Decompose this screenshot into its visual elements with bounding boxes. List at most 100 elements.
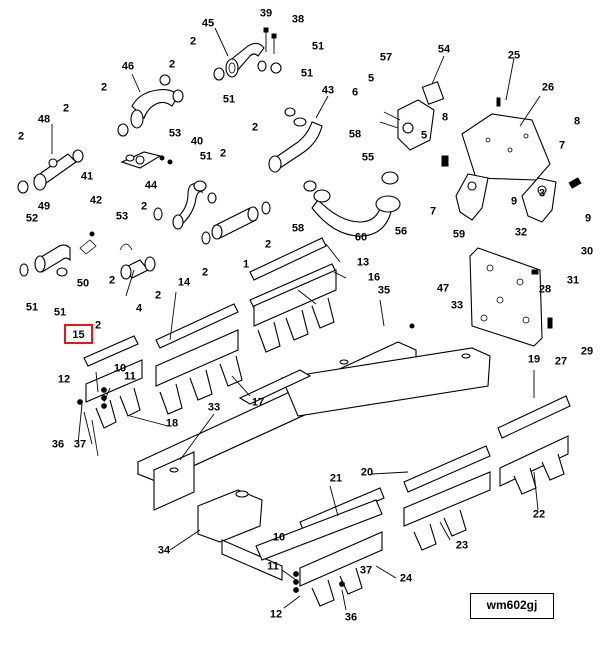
callout-2: 2 xyxy=(140,200,148,213)
callout-30: 30 xyxy=(580,245,594,258)
bracket-9-left xyxy=(441,155,489,221)
callout-8: 8 xyxy=(573,115,581,128)
callout-33: 33 xyxy=(207,401,221,414)
callout-2: 2 xyxy=(94,319,102,332)
callout-2: 2 xyxy=(62,102,70,115)
bracket-plate-26 xyxy=(461,97,551,181)
callout-5: 5 xyxy=(420,129,428,142)
callout-48: 48 xyxy=(37,113,51,126)
drawing-number-box: wm602gj xyxy=(470,593,554,619)
heat-shield-22 xyxy=(499,435,569,495)
callout-37: 37 xyxy=(359,564,373,577)
elbow-hose-43 xyxy=(268,107,323,173)
bracket-9-right xyxy=(521,177,582,223)
callout-1: 1 xyxy=(242,258,250,271)
callout-2: 2 xyxy=(264,238,272,251)
callout-35: 35 xyxy=(377,284,391,297)
elbow-hose-52 xyxy=(19,244,71,277)
callout-32: 32 xyxy=(514,226,528,239)
callout-38: 38 xyxy=(291,13,305,26)
callout-12: 12 xyxy=(269,608,283,621)
callout-25: 25 xyxy=(507,49,521,62)
manifold-34 xyxy=(197,489,383,581)
highlighted-callout-box: 15 xyxy=(64,324,93,344)
callout-18: 18 xyxy=(165,417,179,430)
tee-hose-48 xyxy=(17,149,84,194)
callout-2: 2 xyxy=(189,35,197,48)
callout-51: 51 xyxy=(311,40,325,53)
valve-57-54 xyxy=(379,81,445,151)
fastener-stack-upper xyxy=(77,387,107,409)
callout-53: 53 xyxy=(115,210,129,223)
callout-33: 33 xyxy=(450,299,464,312)
fastener-stack-lower xyxy=(293,571,345,593)
straight-hose-1 xyxy=(201,201,271,245)
callout-3: 3 xyxy=(538,187,546,200)
callout-2: 2 xyxy=(168,58,176,71)
callout-10: 10 xyxy=(113,362,127,375)
callout-31: 31 xyxy=(566,274,580,287)
fitting-42 xyxy=(120,151,173,169)
callout-58: 58 xyxy=(291,222,305,235)
callout-52: 52 xyxy=(25,212,39,225)
coupler-3 xyxy=(119,243,156,280)
callout-53: 53 xyxy=(168,127,182,140)
callout-51: 51 xyxy=(300,67,314,80)
heat-shield-18 xyxy=(85,359,143,457)
gasket-19 xyxy=(497,395,571,439)
gasket-20 xyxy=(403,445,491,493)
heat-shield-23 xyxy=(403,471,491,551)
callout-42: 42 xyxy=(89,194,103,207)
callout-12: 12 xyxy=(57,373,71,386)
callout-2: 2 xyxy=(154,289,162,302)
gasket-15 xyxy=(83,335,139,367)
heat-shield-24 xyxy=(299,531,383,607)
callout-51: 51 xyxy=(199,150,213,163)
callout-39: 39 xyxy=(259,7,273,20)
callout-47: 47 xyxy=(436,282,450,295)
callout-27: 27 xyxy=(554,355,568,368)
elbow-hose-45 xyxy=(213,42,282,81)
callout-5: 5 xyxy=(367,72,375,85)
callout-8: 8 xyxy=(441,111,449,124)
callout-41: 41 xyxy=(80,170,94,183)
callout-23: 23 xyxy=(455,539,469,552)
clamp-50 xyxy=(79,231,97,255)
callout-20: 20 xyxy=(360,466,374,479)
callout-22: 22 xyxy=(532,508,546,521)
callout-40: 40 xyxy=(190,135,204,148)
elbow-hose-56 xyxy=(303,171,401,237)
manifold-frame-35 xyxy=(137,323,491,511)
callout-7: 7 xyxy=(429,205,437,218)
callout-34: 34 xyxy=(157,544,171,557)
leader-lines xyxy=(51,27,541,611)
elbow-hose-46 xyxy=(117,74,184,137)
callout-29: 29 xyxy=(580,345,594,358)
callout-7: 7 xyxy=(558,139,566,152)
callout-49: 49 xyxy=(37,200,51,213)
callout-2: 2 xyxy=(251,121,259,134)
callout-2: 2 xyxy=(201,266,209,279)
callout-16: 16 xyxy=(367,271,381,284)
callout-6: 6 xyxy=(351,86,359,99)
callout-58: 58 xyxy=(348,128,362,141)
callout-9: 9 xyxy=(584,212,592,225)
callout-55: 55 xyxy=(361,151,375,164)
callout-9: 9 xyxy=(510,195,518,208)
callout-17: 17 xyxy=(251,396,265,409)
callout-56: 56 xyxy=(394,225,408,238)
callout-24: 24 xyxy=(399,572,413,585)
callout-36: 36 xyxy=(51,438,65,451)
heat-shield-upper xyxy=(253,269,337,353)
callout-50: 50 xyxy=(76,277,90,290)
callout-59: 59 xyxy=(452,228,466,241)
callout-13: 13 xyxy=(356,256,370,269)
callout-57: 57 xyxy=(379,51,393,64)
elbow-hose-44 xyxy=(153,180,217,230)
callout-51: 51 xyxy=(222,93,236,106)
callout-46: 46 xyxy=(121,60,135,73)
screws-38-39 xyxy=(263,27,277,54)
callout-26: 26 xyxy=(541,81,555,94)
callout-60: 60 xyxy=(354,231,368,244)
